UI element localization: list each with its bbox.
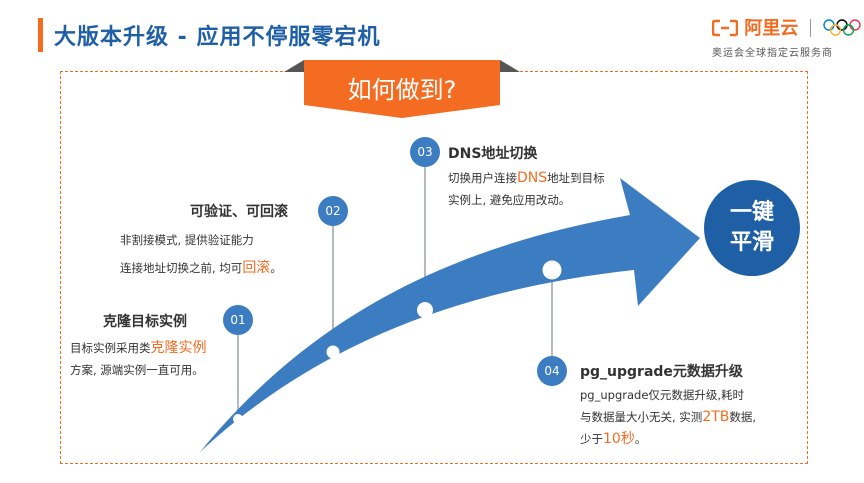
step-02-desc-line2-end: 。 [270, 261, 282, 275]
banner-fold-right [500, 60, 520, 72]
step-04-desc: pg_upgrade仅元数据升级,耗时 与数据量大小无关, 实测2TB数据, 少… [580, 384, 756, 450]
step-01-desc-line1: 目标实例采用类 [70, 341, 151, 355]
step-02-highlight: 回滚 [242, 260, 271, 276]
banner-title: 如何做到? [347, 76, 457, 104]
step-04-desc-line2-end: 数据, [729, 410, 757, 424]
step-03-desc-line1: 切换用户连接 [448, 171, 517, 185]
step-04-desc-line2: 与数据量大小无关, 实测 [580, 410, 703, 424]
logo-brand-text: 阿里云 [744, 18, 799, 39]
step-02-desc-line1: 非割接模式, 提供验证能力 [120, 233, 254, 247]
step-03-title: DNS地址切换 [448, 146, 538, 162]
step-03-desc-line1-end: 地址到目标 [547, 171, 605, 185]
banner-shape [304, 60, 500, 118]
step-03-desc-line2: 实例上, 避免应用改动。 [448, 193, 571, 207]
step-01-desc-line2: 方案, 源端实例一直可用。 [70, 363, 204, 377]
title-accent-bar [38, 18, 43, 52]
olympic-rings-icon [823, 19, 861, 36]
step-04-title: pg_upgrade元数据升级 [580, 364, 743, 380]
milestone-dot-04 [542, 260, 562, 280]
progress-arrow [200, 178, 700, 452]
milestone-dot-01 [233, 414, 243, 424]
step-02-badge: 02 [318, 196, 348, 226]
step-01-title: 克隆目标实例 [103, 314, 187, 330]
logo: 阿里云 奥运会全球指定云服务商 [711, 14, 861, 64]
logo-divider [809, 19, 811, 37]
end-goal-line1: 一键 [729, 200, 774, 225]
step-04-desc-line1: pg_upgrade仅元数据升级,耗时 [580, 388, 745, 402]
step-04-desc-line3-end: 。 [634, 432, 647, 446]
logo-brand: 阿里云 [711, 14, 862, 40]
step-04-desc-line3: 少于 [580, 432, 603, 446]
end-goal-circle: 一键 平滑 [704, 180, 800, 276]
milestone-dot-03 [417, 302, 433, 318]
step-01-badge: 01 [223, 305, 253, 335]
page-title: 大版本升级 - 应用不停服零宕机 [54, 25, 381, 50]
step-01-highlight: 克隆实例 [150, 340, 207, 356]
step-01-desc: 目标实例采用类克隆实例 方案, 源端实例一直可用。 [70, 337, 207, 381]
step-02-title: 可验证、可回滚 [190, 204, 288, 220]
step-02-desc: 非割接模式, 提供验证能力 连接地址切换之前, 均可回滚。 [120, 226, 282, 282]
aliyun-logo-icon [711, 19, 739, 37]
step-03-desc: 切换用户连接DNS地址到目标 实例上, 避免应用改动。 [448, 167, 605, 211]
end-goal-line2: 平滑 [729, 230, 774, 255]
milestone-dot-02 [326, 345, 340, 359]
step-03-badge: 03 [410, 137, 440, 167]
step-04-highlight-10s: 10秒 [603, 431, 635, 447]
logo-subtitle: 奥运会全球指定云服务商 [712, 48, 833, 59]
step-04-highlight-2tb: 2TB [702, 409, 730, 425]
step-04-badge: 04 [537, 356, 567, 386]
step-02-desc-line2: 连接地址切换之前, 均可 [120, 261, 243, 275]
step-03-highlight: DNS [517, 170, 548, 186]
banner-fold-left [284, 60, 304, 72]
